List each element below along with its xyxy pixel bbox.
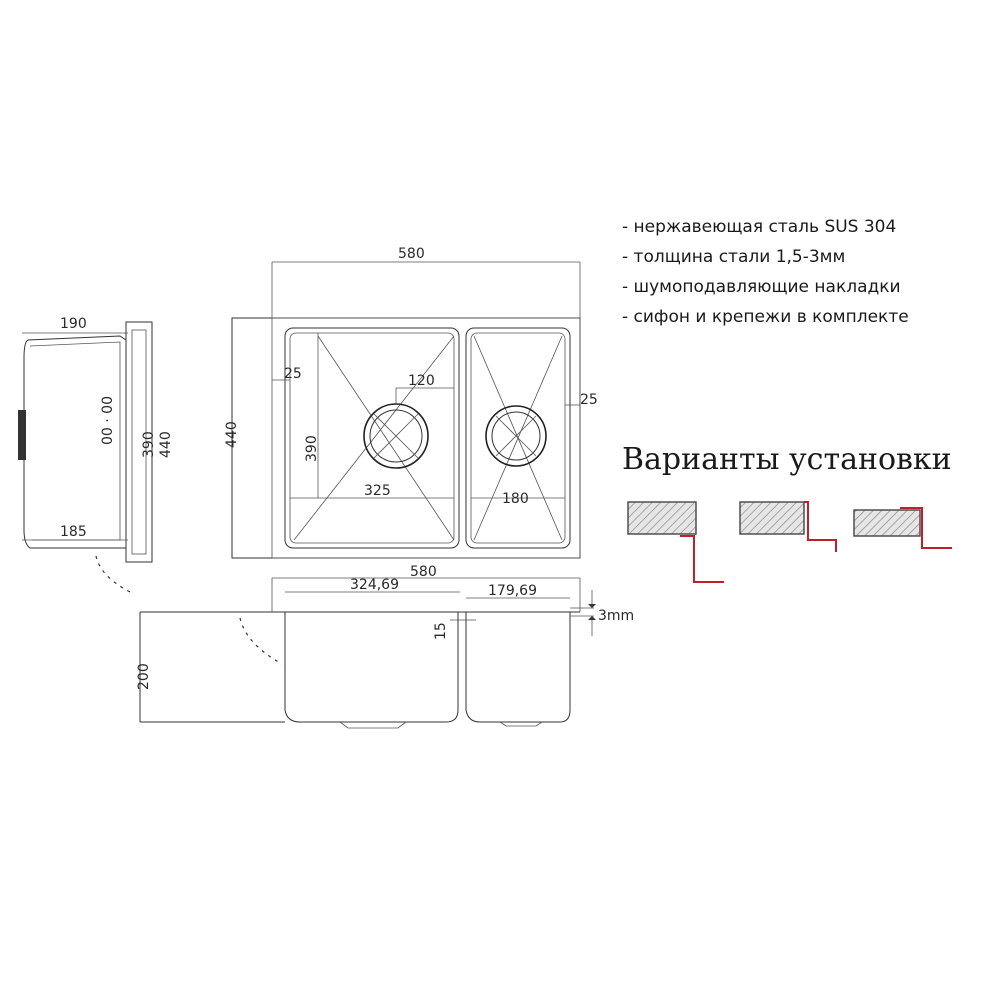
dim-top-width: 580 bbox=[398, 246, 425, 262]
dim-small-bowl-width: 180 bbox=[502, 491, 529, 507]
dim-front-big-bowl: 324,69 bbox=[350, 577, 399, 593]
installation-variants-title: Варианты установки bbox=[622, 442, 952, 477]
installation-variant-2 bbox=[739, 501, 837, 552]
dim-divider: 15 bbox=[433, 622, 449, 640]
dim-side-width: 190 bbox=[60, 316, 87, 332]
dim-side-bowl-depth: 390 bbox=[141, 431, 157, 458]
dim-margin-left: 25 bbox=[284, 366, 302, 382]
dim-rim-thickness: 3mm bbox=[598, 608, 634, 624]
feature-list: - нержавеющая сталь SUS 304 - толщина ст… bbox=[622, 212, 909, 332]
top-view: 580 440 120 25 390 325 180 25 bbox=[224, 246, 598, 559]
feature-item: - нержавеющая сталь SUS 304 bbox=[622, 217, 897, 237]
installation-variant-3 bbox=[853, 507, 952, 549]
dim-front-height: 200 bbox=[136, 663, 152, 690]
svg-text:00 · 00: 00 · 00 bbox=[100, 396, 116, 445]
dim-front-width: 580 bbox=[410, 564, 437, 580]
dim-big-bowl-width: 325 bbox=[364, 483, 391, 499]
dim-margin-right: 25 bbox=[580, 392, 598, 408]
dim-bowl-depth: 390 bbox=[304, 435, 320, 462]
swing-arc-front bbox=[239, 617, 283, 665]
dim-side-total-depth: 440 bbox=[158, 431, 174, 458]
front-view: 580 324,69 179,69 200 15 3mm bbox=[136, 564, 634, 729]
side-view: 190 00 · 00 390 440 185 bbox=[18, 316, 174, 593]
feature-item: - толщина стали 1,5-3мм bbox=[622, 247, 846, 267]
dim-drain-offset: 120 bbox=[408, 373, 435, 389]
installation-variant-1 bbox=[627, 501, 724, 583]
dim-front-small-bowl: 179,69 bbox=[488, 583, 537, 599]
feature-item: - сифон и крепежи в комплекте bbox=[622, 307, 909, 327]
dim-side-bottom: 185 bbox=[60, 524, 87, 540]
feature-item: - шумоподавляющие накладки bbox=[622, 277, 901, 297]
swing-arc-side bbox=[95, 555, 131, 593]
drain-profile-icon bbox=[18, 410, 26, 460]
dim-top-depth: 440 bbox=[224, 421, 240, 448]
